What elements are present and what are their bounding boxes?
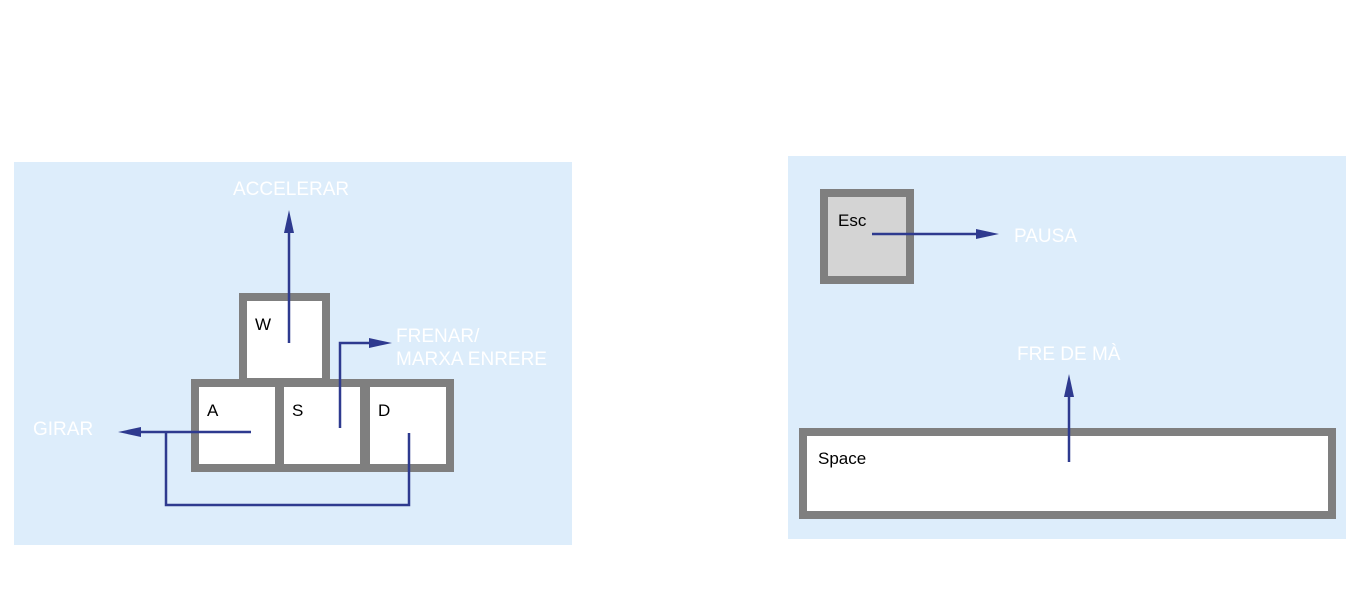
- a-key-label: A: [207, 401, 219, 420]
- brake-caption-line1: FRENAR/: [396, 326, 480, 347]
- esc-key: Esc: [820, 189, 914, 284]
- w-key: W: [239, 293, 330, 386]
- d-key-label: D: [378, 401, 391, 420]
- space-key: Space: [799, 428, 1336, 519]
- accelerate-caption: ACCELERAR: [233, 179, 350, 200]
- d-key: D: [362, 379, 454, 472]
- steer-caption: GIRAR: [33, 419, 94, 440]
- pause-caption: PAUSA: [1014, 226, 1078, 247]
- s-key-label: S: [292, 401, 304, 420]
- esc-key-label: Esc: [838, 211, 867, 230]
- w-key-label: W: [255, 315, 272, 334]
- brake-caption-line2: MARXA ENRERE: [396, 349, 547, 370]
- a-key: A: [191, 379, 283, 472]
- s-key: S: [276, 379, 368, 472]
- space-key-label: Space: [818, 449, 867, 468]
- handbrake-caption: FRE DE MÀ: [1017, 344, 1121, 365]
